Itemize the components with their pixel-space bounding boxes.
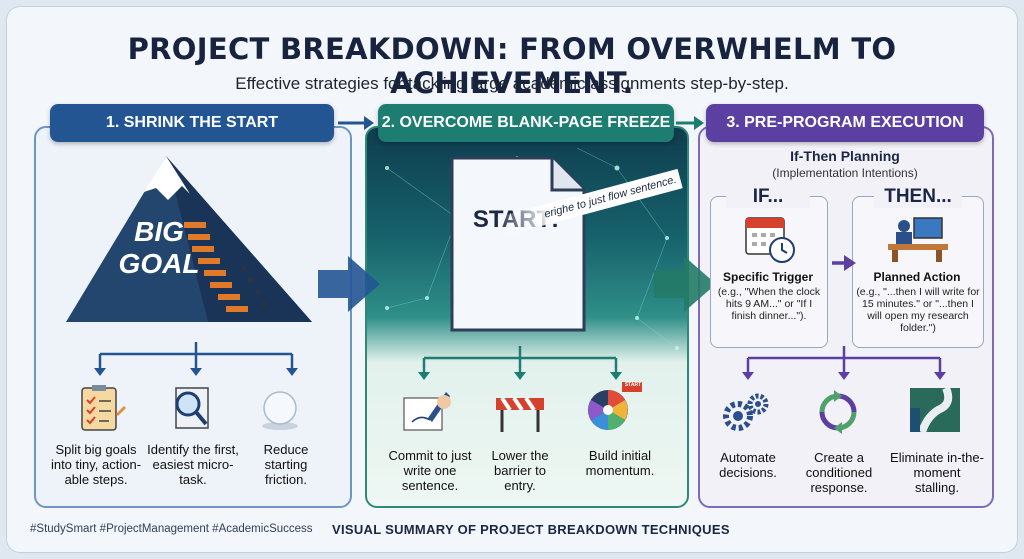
then-card-title: Planned Action [873,270,961,284]
checklist-icon [81,385,126,431]
barrier-icon [496,396,544,432]
then-card-text: (e.g., "...then I will write for 15 minu… [856,286,980,334]
step-commit-one-sentence: Commit to just write one sentence. [388,448,472,493]
arrow-right-icon [832,255,856,271]
arrow-right-icon [676,116,704,130]
step-automate-decisions: Automate decisions. [719,450,777,480]
big-arrow-right-icon [654,256,716,312]
blank-document-icon [450,156,586,332]
page-subtitle: Effective strategies for tackling large … [235,74,789,93]
footer-summary: VISUAL SUMMARY OF PROJECT BREAKDOWN TECH… [332,522,730,537]
then-label: THEN... [874,186,962,208]
arrow-right-icon [338,116,374,130]
heading-shrink-start: 1. SHRINK THE START [50,104,334,142]
magnifier-document-icon [175,387,209,429]
step-conditioned-response: Create a conditioned response. [805,450,873,495]
mountain-label-line2: GOAL [118,248,200,279]
gears-icon [723,393,769,431]
page-title: PROJECT BREAKDOWN: FROM OVERWHELM TO ACH… [127,32,897,100]
heading-blank-page: 2. OVERCOME BLANK-PAGE FREEZE [378,104,674,142]
mountain-label-line1: BIG [134,216,184,247]
step-build-momentum: Build initial momentum. [585,448,655,478]
step-eliminate-stalling: Eliminate in-the-moment stalling. [890,450,984,495]
pen-writing-icon [403,392,451,431]
desk-work-icon [888,217,948,262]
snowball-icon [262,391,298,430]
step-split-goals: Split big goals into tiny, action-able s… [50,442,142,487]
plan-subtitle: (Implementation Intentions) [772,166,918,180]
cycle-arrows-icon [819,390,857,434]
wheel-start-flag: START [624,382,642,388]
branch-arrows-icon [418,346,622,380]
branch-arrows-icon [742,346,946,380]
momentum-wheel-icon [588,382,642,430]
if-card-title: Specific Trigger [722,270,814,284]
step-lower-barrier: Lower the barrier to entry. [491,448,549,493]
if-label: IF... [726,186,810,208]
infographic-frame: PROJECT BREAKDOWN: FROM OVERWHELM TO ACH… [6,6,1018,553]
if-card-text: (e.g., "When the clock hits 9 AM..." or … [717,286,821,322]
calendar-clock-icon [745,217,795,263]
mountain-icon [66,156,312,322]
mountain-label: BIG GOAL [114,216,204,280]
heading-pre-program: 3. PRE-PROGRAM EXECUTION [706,104,984,142]
step-reduce-friction: Reduce starting friction. [263,442,309,487]
plan-title: If-Then Planning [790,148,900,164]
branch-arrows-icon [94,342,298,376]
step-identify-first: Identify the first, easiest micro-task. [147,442,239,487]
path-landscape-icon [910,386,960,434]
hashtags: #StudySmart #ProjectManagement #Academic… [30,523,313,535]
big-arrow-right-icon [318,256,380,312]
